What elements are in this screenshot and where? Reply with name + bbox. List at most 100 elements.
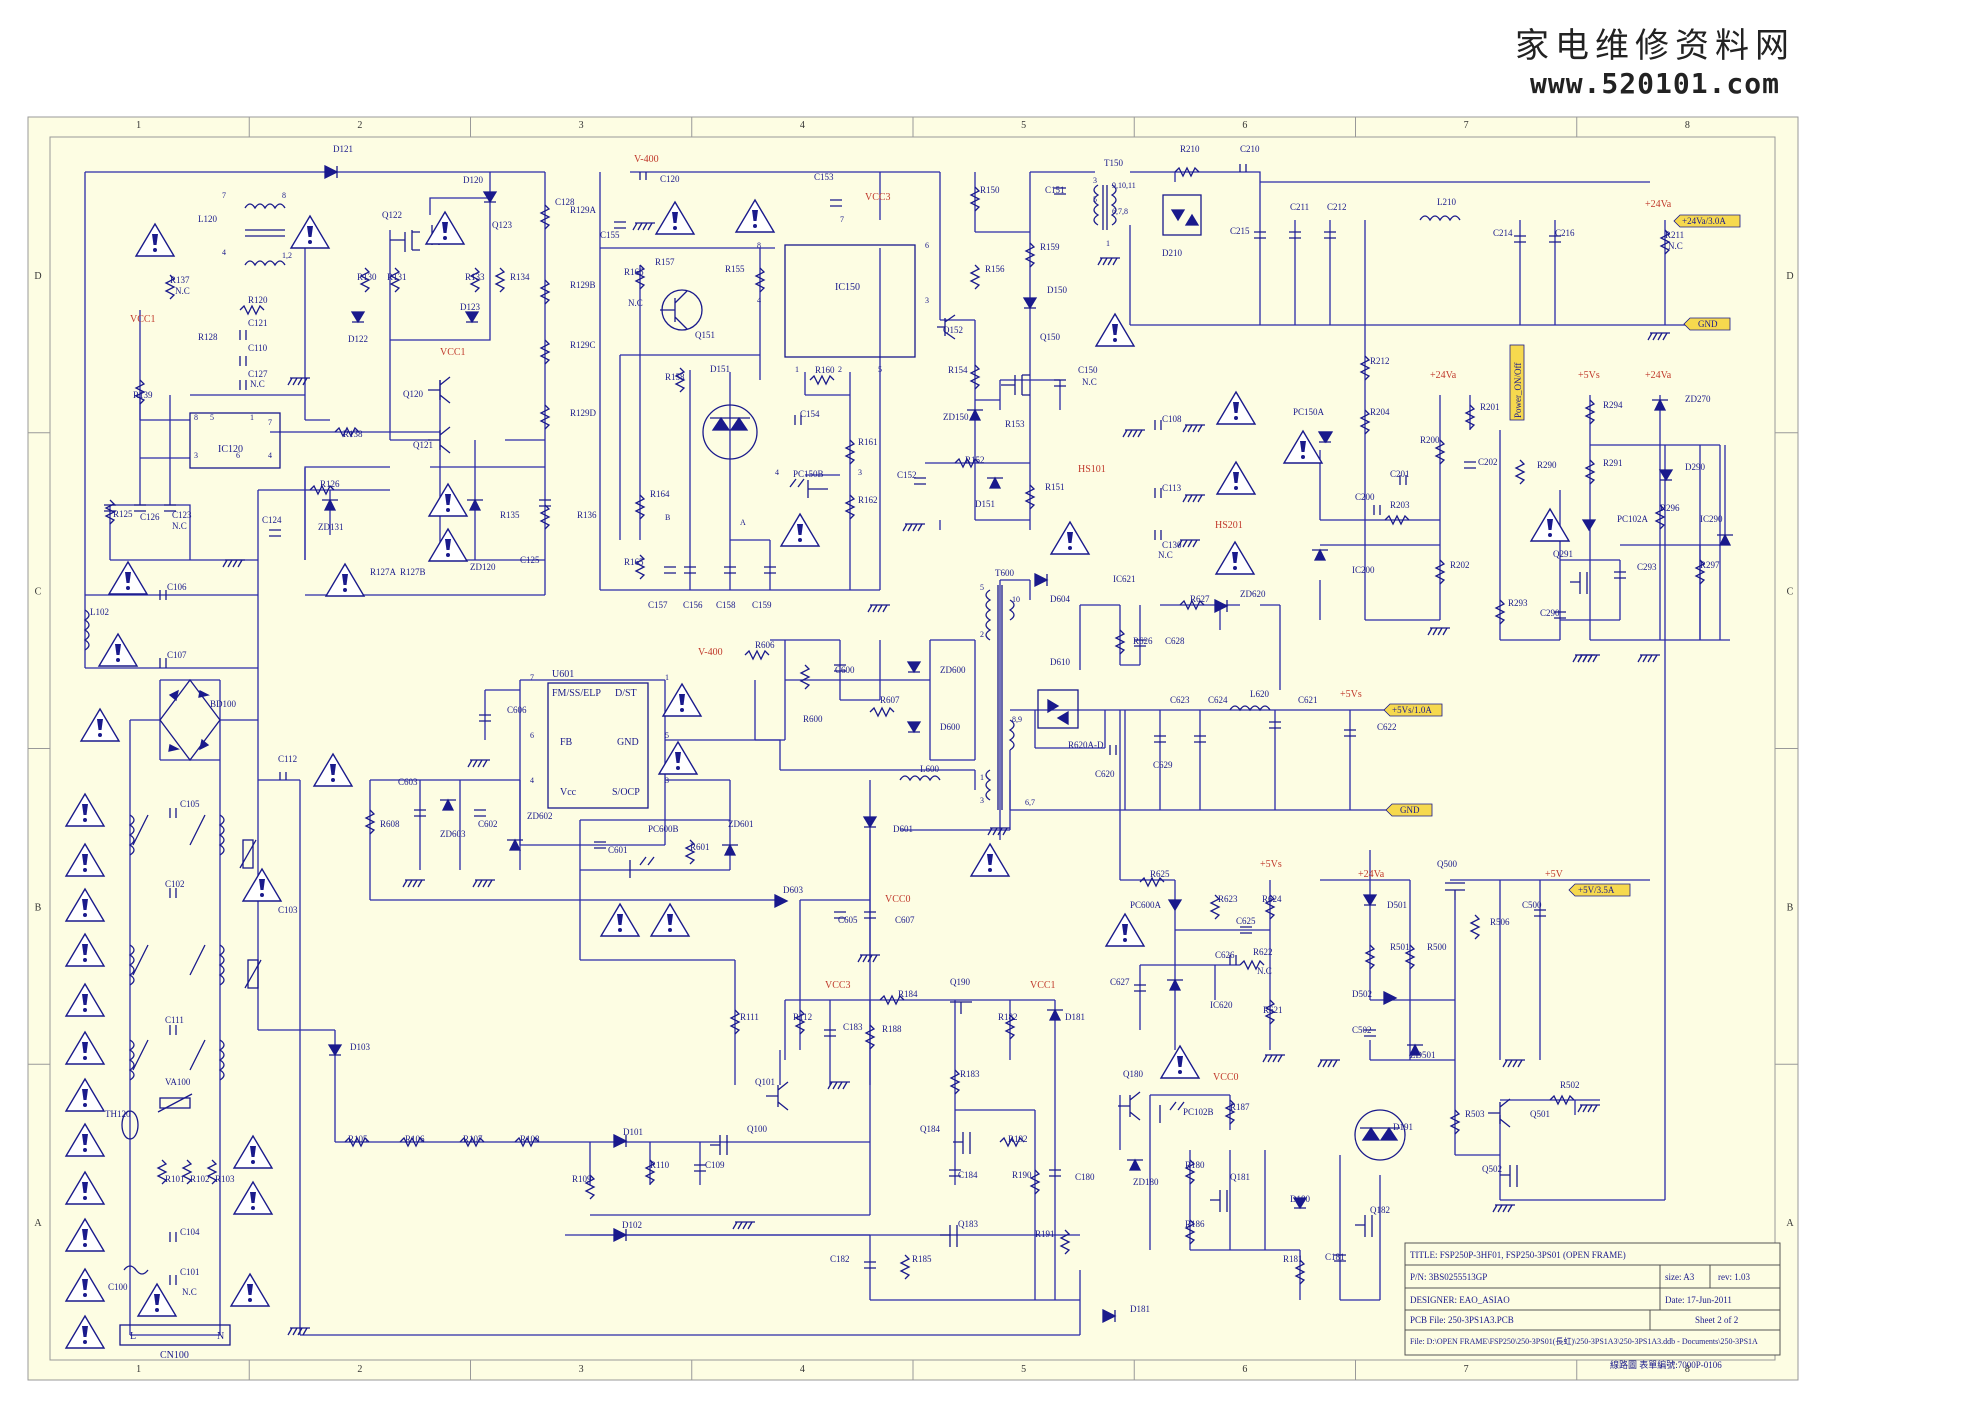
component-label: R164 — [650, 489, 670, 499]
component-label: PC150B — [793, 469, 824, 479]
tag-gnd-mid-label: GND — [1400, 805, 1420, 815]
component-label: C181 — [1325, 1252, 1345, 1262]
component-label: D150 — [1047, 285, 1067, 295]
pin-label: 1 — [980, 773, 984, 782]
zener-shapes[interactable] — [322, 398, 1733, 1171]
diode-shapes[interactable] — [324, 164, 1674, 1324]
ground-icon — [867, 604, 890, 613]
pin-label: 4 — [222, 248, 226, 257]
pin-label: 5 — [1093, 195, 1097, 204]
net-vcc1-bottom: VCC1 — [1030, 980, 1056, 991]
warning-triangle-icon — [64, 1122, 106, 1157]
ground-icon — [1637, 654, 1660, 663]
connector-cn100[interactable] — [119, 1324, 231, 1346]
component-label: R131 — [387, 272, 407, 282]
component-label: D601 — [893, 824, 913, 834]
component-label: R506 — [1490, 917, 1510, 927]
component-label: R165 — [624, 557, 644, 567]
capacitor-shapes — [104, 164, 1626, 1285]
component-label: C110 — [248, 343, 268, 353]
component-label: R211 — [1665, 230, 1684, 240]
warning-triangle-icon — [1094, 312, 1136, 347]
warning-triangle-icon — [229, 1272, 271, 1307]
component-label: R136 — [577, 510, 597, 520]
component-label: R139 — [133, 390, 153, 400]
pin-label: 1 — [795, 365, 799, 374]
net-hs201: HS201 — [1215, 520, 1243, 531]
component-label: D181 — [1065, 1012, 1085, 1022]
title-block-size: size: A3 — [1665, 1272, 1695, 1282]
warning-triangle-icon — [324, 562, 366, 597]
warning-triangle-icon — [649, 902, 691, 937]
warning-triangle-icon — [64, 1314, 106, 1349]
u601-label: U601 — [552, 669, 574, 680]
component-label: R109 — [572, 1174, 592, 1184]
component-label: R625 — [1150, 869, 1170, 879]
frame-row-C-right: C — [1787, 587, 1794, 598]
component-label: C107 — [167, 650, 187, 660]
component-label: R108 — [520, 1134, 540, 1144]
component-label: T600 — [995, 568, 1014, 578]
ic120-box[interactable] — [189, 412, 281, 469]
ground-icon — [1317, 1059, 1340, 1068]
dual-diode-d191[interactable] — [1354, 1109, 1406, 1161]
warning-triangle-icon — [1282, 429, 1324, 464]
component-label: R180 — [1185, 1160, 1205, 1170]
component-label: N.C — [182, 1287, 197, 1297]
component-labels: D121L120R137N.CR120C121C110C127N.CR128R1… — [90, 144, 1723, 1314]
ground-icon — [1177, 539, 1200, 548]
inductor-shapes[interactable] — [83, 203, 1461, 1081]
component-label: Q122 — [382, 210, 402, 220]
u601-box[interactable] — [547, 682, 649, 809]
transformer-t600[interactable] — [985, 585, 1015, 810]
component-label: R128 — [198, 332, 218, 342]
optocoupler-shapes[interactable] — [629, 431, 1597, 1123]
component-label: D604 — [1050, 594, 1070, 604]
component-label: R129B — [570, 280, 596, 290]
component-label: C120 — [660, 174, 680, 184]
warning-triangle-icon — [64, 887, 106, 922]
component-label: TH120 — [105, 1109, 131, 1119]
component-label: C150 — [1078, 365, 1098, 375]
net-vcc3-top: VCC3 — [865, 192, 891, 203]
bridge-d210[interactable] — [1162, 194, 1202, 236]
warning-triangle-icon — [289, 214, 331, 249]
component-label: ZD270 — [1685, 394, 1711, 404]
component-label: R106 — [405, 1134, 425, 1144]
tag-gnd-top-shape — [1683, 317, 1731, 331]
ground-icon — [1647, 332, 1670, 341]
component-label: R181 — [1283, 1254, 1303, 1264]
component-label: R127B — [400, 567, 426, 577]
component-label: C201 — [1390, 469, 1410, 479]
warning-triangle-icon — [969, 842, 1011, 877]
warning-triangle-icon — [734, 198, 776, 233]
warning-triangle-icon — [79, 707, 121, 742]
component-label: C212 — [1327, 202, 1347, 212]
component-label: C606 — [507, 705, 527, 715]
ground-symbols — [222, 222, 1670, 1336]
pin-label: 8 — [282, 191, 286, 200]
component-label: ZD620 — [1240, 589, 1266, 599]
component-label: PC150A — [1293, 407, 1325, 417]
component-label: L600 — [920, 764, 939, 774]
component-label: C121 — [248, 318, 268, 328]
pin-label: 3 — [980, 796, 984, 805]
varistor-shapes[interactable] — [121, 839, 262, 1275]
bridge-d610[interactable] — [1037, 689, 1079, 729]
component-label: N.C — [175, 286, 190, 296]
transformer-t150[interactable] — [1093, 184, 1117, 230]
title-block-title: TITLE: FSP250P-3HF01, FSP250-3PS01 (OPEN… — [1410, 1250, 1626, 1260]
component-label: C625 — [1236, 916, 1256, 926]
component-label: C600 — [835, 665, 855, 675]
pin-label: 7 — [222, 191, 226, 200]
warning-triangle-icon — [64, 932, 106, 967]
ic150-box[interactable] — [784, 244, 916, 358]
ground-icon — [732, 1221, 755, 1230]
dual-diode-d151[interactable] — [702, 404, 758, 460]
component-label: ZD600 — [940, 665, 966, 675]
bridge-rectifier-bd100[interactable] — [159, 678, 221, 762]
component-label: R137 — [170, 275, 190, 285]
pin-label: 1 — [1106, 239, 1110, 248]
transistor-shapes[interactable] — [390, 225, 1588, 1247]
component-label: R296 — [1660, 503, 1680, 513]
